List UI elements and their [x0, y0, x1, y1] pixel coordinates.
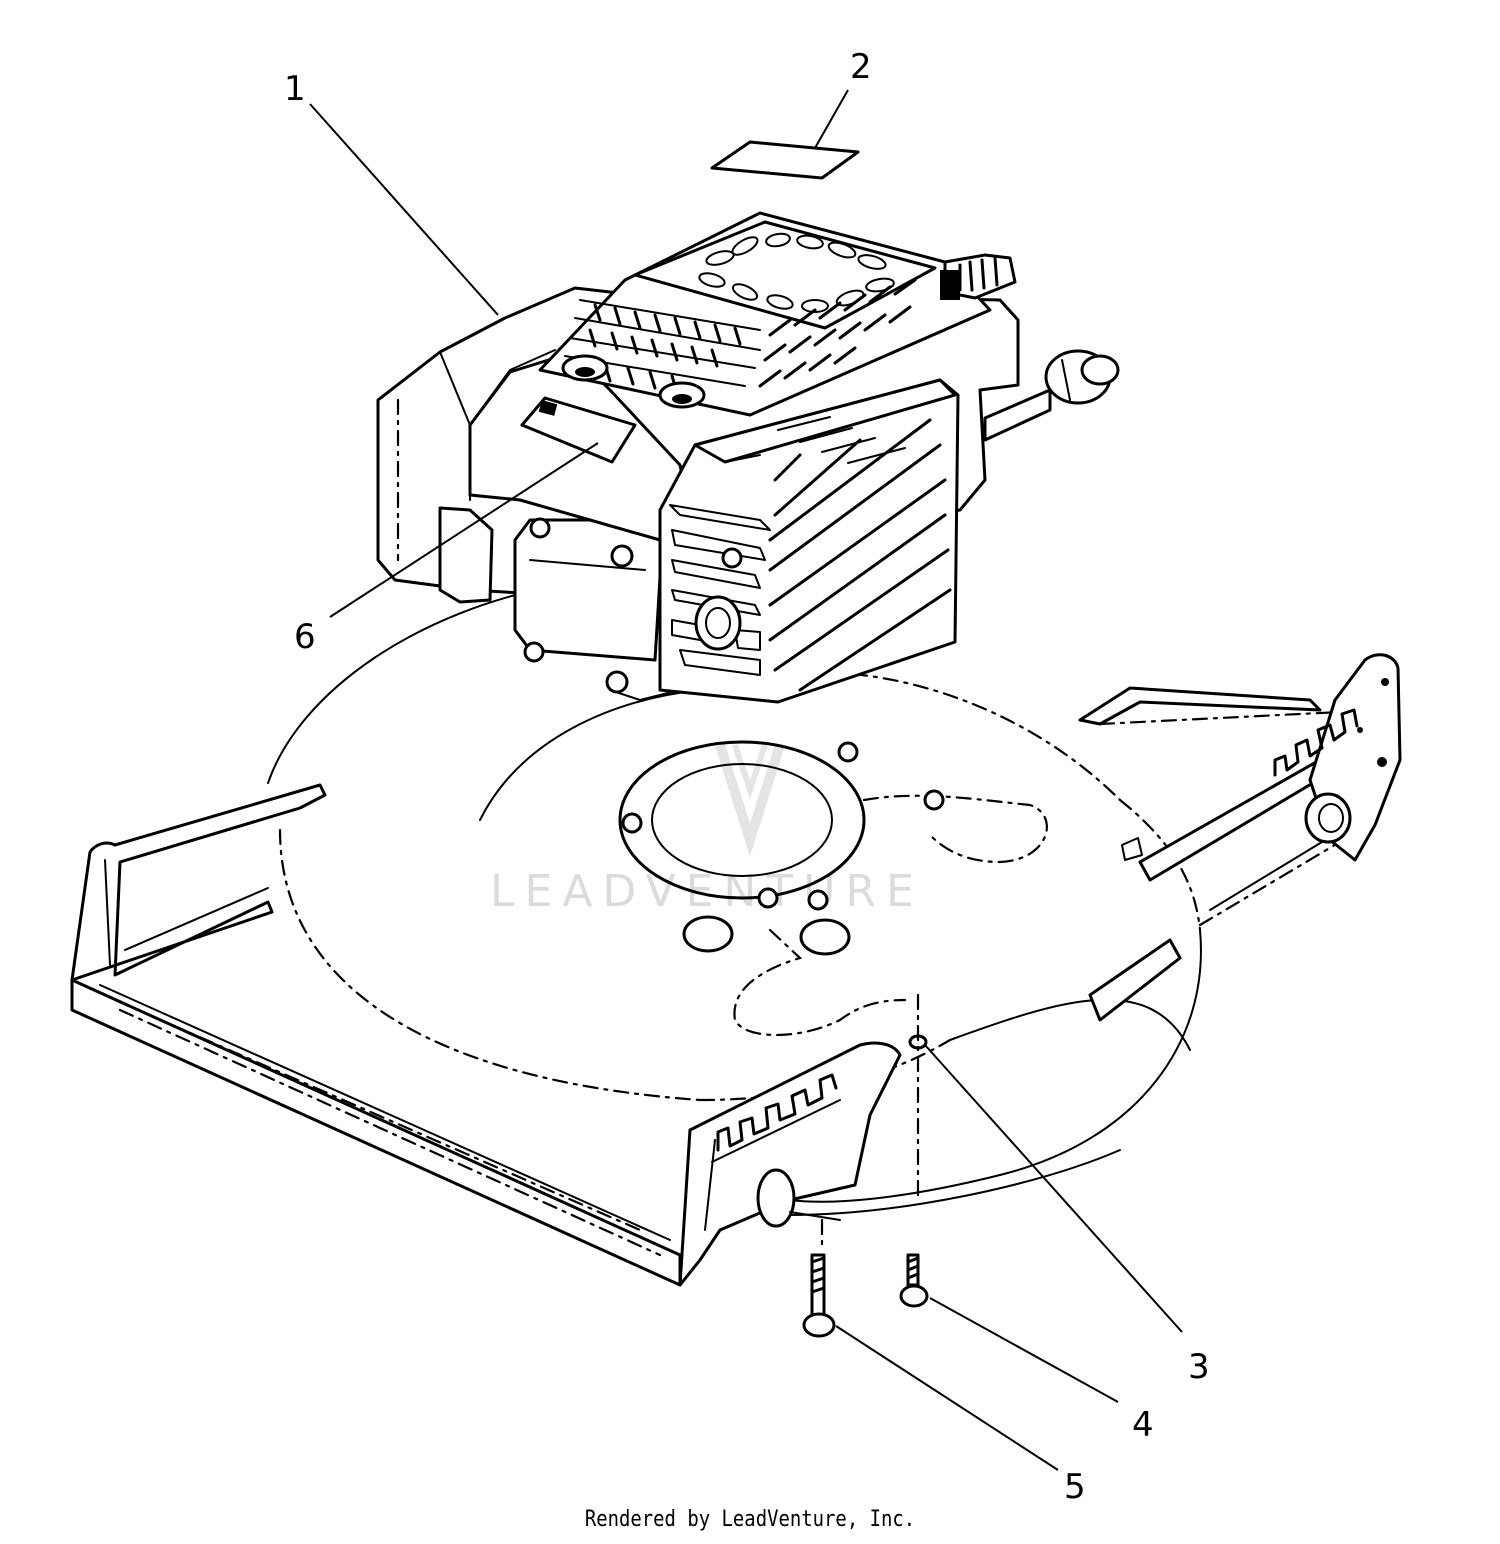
callout-4: 4	[1132, 1405, 1154, 1445]
leader-2	[814, 89, 849, 149]
leader-4	[929, 1297, 1119, 1403]
callout-1: 1	[284, 69, 306, 109]
watermark-text: LEADVENTURE	[490, 866, 924, 917]
watermark-logo: LEADVENTURE	[490, 743, 924, 917]
part-4-screw	[899, 1253, 929, 1308]
front-axle-bracket	[70, 783, 902, 1287]
leader-lines	[309, 89, 1183, 1471]
engine	[376, 211, 1120, 704]
muffler-louvers	[669, 416, 952, 692]
rear-axle-bracket	[1078, 653, 1402, 927]
leader-6	[329, 442, 599, 618]
hardware-fasteners	[802, 993, 929, 1338]
callout-6: 6	[294, 617, 316, 657]
leader-3	[924, 1044, 1183, 1333]
side-grille	[564, 278, 917, 394]
part-2-decal	[710, 140, 860, 180]
top-vent-slots	[698, 232, 895, 313]
callout-2: 2	[850, 47, 872, 87]
render-credit: Rendered by LeadVenture, Inc.	[584, 1507, 916, 1532]
callouts: 1 2 3 4 5 6	[284, 47, 1210, 1500]
callout-3: 3	[1188, 1347, 1210, 1387]
leader-1	[309, 103, 499, 316]
part-5-bolt	[802, 1253, 836, 1338]
callout-5: 5	[1064, 1467, 1086, 1500]
leader-5	[835, 1325, 1059, 1471]
lawnmower-deck-engine-diagram: LEADVENTURE	[70, 47, 1402, 1500]
